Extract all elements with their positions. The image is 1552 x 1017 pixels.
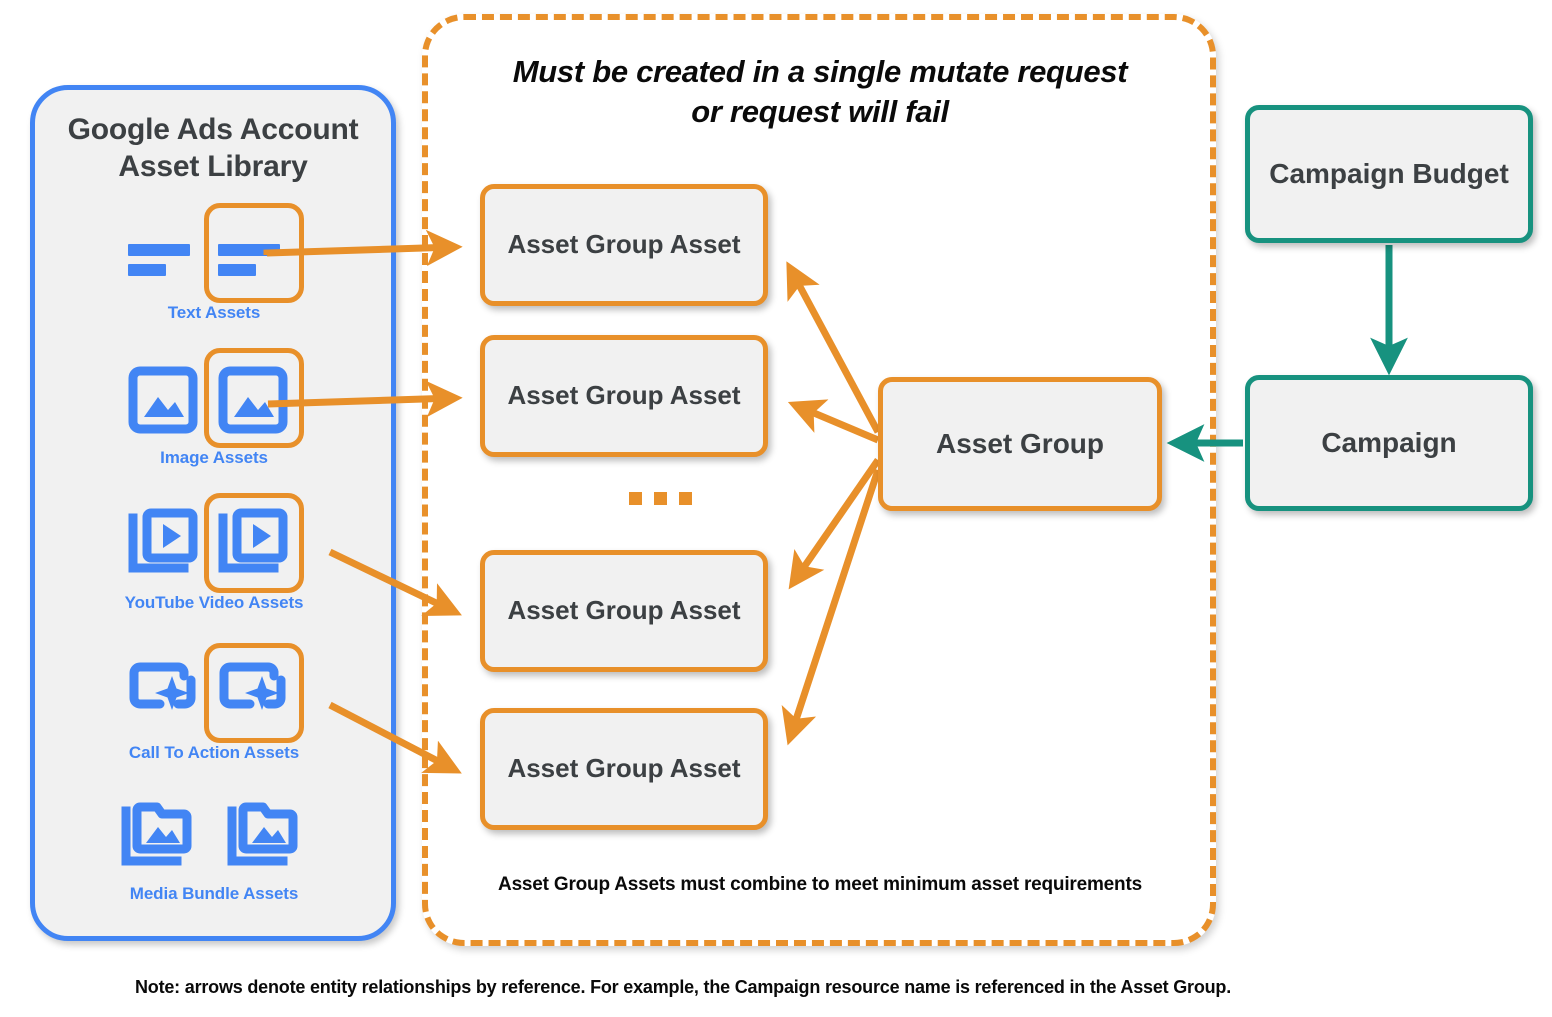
asset-row-icons xyxy=(44,203,384,303)
youtube-video-asset-icon xyxy=(120,500,206,586)
asset-row-label-youtube-video: YouTube Video Assets xyxy=(124,593,304,612)
asset-row-label-call-to-action: Call To Action Assets xyxy=(128,743,300,762)
asset-group-asset-node-3[interactable]: Asset Group Asset xyxy=(480,550,768,672)
asset-row-icons xyxy=(44,786,384,882)
asset-row-image: Image Assets xyxy=(44,348,384,480)
asset-row-text: Text Assets xyxy=(44,203,384,335)
call-to-action-asset-highlight-box xyxy=(204,643,304,743)
ellipsis-dot xyxy=(654,492,667,505)
text-asset-icon-selected xyxy=(210,210,296,296)
asset-row-label-media-bundle: Media Bundle Assets xyxy=(129,884,299,903)
minimum-asset-requirements-note: Asset Group Assets must combine to meet … xyxy=(498,874,1142,895)
mutate-request-warning-line1: Must be created in a single mutate reque… xyxy=(512,54,1128,89)
media-bundle-asset-icon xyxy=(114,791,200,877)
asset-row-youtube-video: YouTube Video Assets xyxy=(44,493,384,625)
asset-group-node[interactable]: Asset Group xyxy=(878,377,1162,511)
mutate-request-warning-line2: or request will fail xyxy=(691,93,949,129)
asset-group-asset-node-1[interactable]: Asset Group Asset xyxy=(480,184,768,306)
ellipsis-dot xyxy=(679,492,692,505)
ellipsis-dot xyxy=(629,492,642,505)
image-asset-icon xyxy=(120,355,206,441)
youtube-video-asset-icon-selected xyxy=(210,500,296,586)
asset-row-icons xyxy=(44,643,384,743)
youtube-video-asset-highlight-box xyxy=(204,493,304,593)
image-asset-icon-selected xyxy=(210,355,296,441)
asset-group-asset-node-4[interactable]: Asset Group Asset xyxy=(480,708,768,830)
asset-row-label-image: Image Assets xyxy=(160,448,268,467)
campaign-budget-node[interactable]: Campaign Budget xyxy=(1245,105,1533,243)
campaign-node[interactable]: Campaign xyxy=(1245,375,1533,511)
call-to-action-asset-icon xyxy=(120,650,206,736)
asset-group-asset-ellipsis xyxy=(629,492,692,505)
asset-group-asset-node-2[interactable]: Asset Group Asset xyxy=(480,335,768,457)
asset-library-title: Google Ads Account Asset Library xyxy=(40,112,386,185)
asset-library-panel xyxy=(30,85,396,941)
text-asset-icon xyxy=(120,210,206,296)
asset-row-call-to-action: Call To Action Assets xyxy=(44,643,384,775)
media-bundle-asset-icon-second xyxy=(220,791,306,877)
asset-row-label-text: Text Assets xyxy=(167,303,261,322)
asset-library-title-line2: Asset Library xyxy=(118,149,308,183)
mutate-request-warning: Must be created in a single mutate reque… xyxy=(440,52,1200,131)
asset-library-title-line1: Google Ads Account xyxy=(67,113,359,146)
asset-row-icons xyxy=(44,348,384,448)
asset-row-media-bundle: Media Bundle Assets xyxy=(44,786,384,916)
asset-row-icons xyxy=(44,493,384,593)
diagram-footer-note: Note: arrows denote entity relationships… xyxy=(134,977,1232,997)
call-to-action-asset-icon-selected xyxy=(210,650,296,736)
